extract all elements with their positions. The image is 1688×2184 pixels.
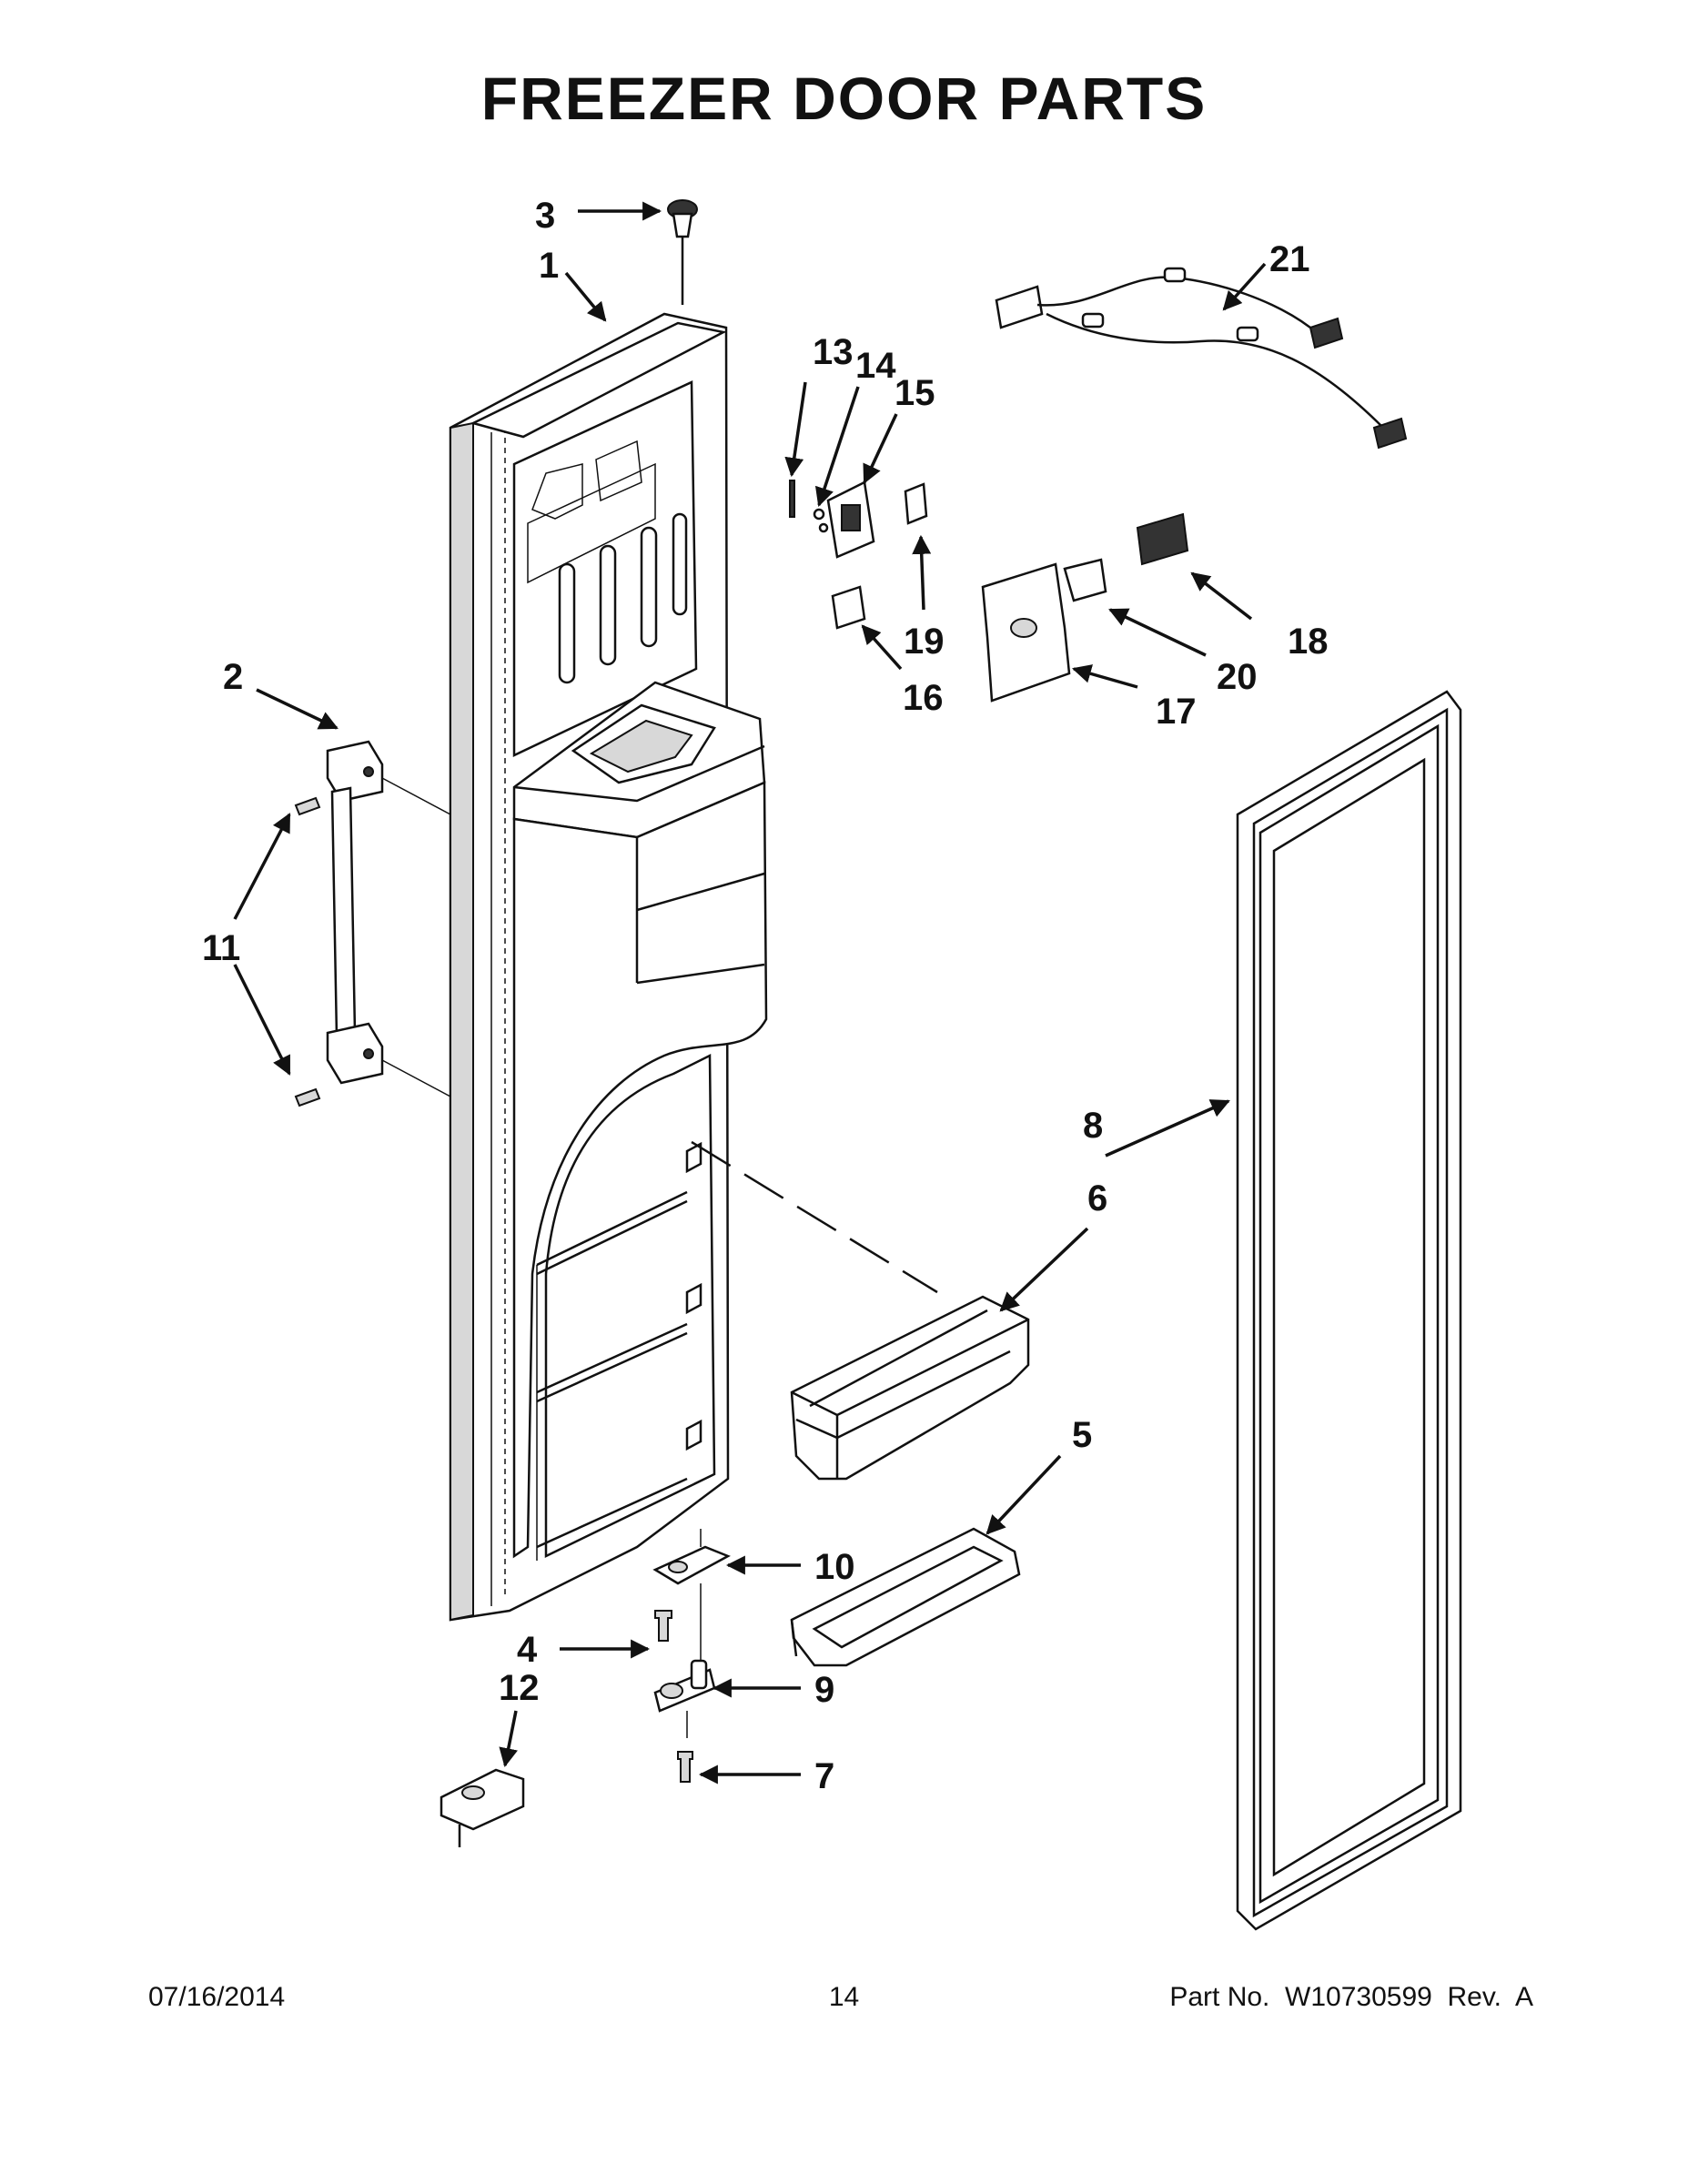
page-title: FREEZER DOOR PARTS	[480, 65, 1208, 132]
bin-rail	[790, 1527, 1021, 1667]
callout-18: 18	[1288, 622, 1329, 662]
callout-labels: 3 1 2 11 21 13 14 15 19 16 18 20 17 8 6 …	[202, 196, 1329, 1796]
footer-date: 07/16/2014	[148, 1982, 286, 2012]
callout-5: 5	[1072, 1415, 1092, 1455]
plug-button	[667, 199, 698, 305]
door-bin	[790, 1295, 1030, 1481]
door-liner	[449, 312, 768, 1622]
callout-17: 17	[1156, 692, 1197, 732]
wire-harness	[995, 267, 1408, 450]
callout-14: 14	[855, 346, 896, 386]
callout-15: 15	[895, 373, 935, 413]
callout-16: 16	[903, 678, 944, 718]
door-handle	[326, 740, 451, 1097]
callout-11: 11	[202, 928, 240, 968]
door-gasket	[1236, 690, 1462, 1931]
callout-13: 13	[813, 332, 854, 372]
callout-21: 21	[1269, 239, 1310, 279]
callout-12: 12	[499, 1668, 540, 1708]
callout-4: 4	[517, 1630, 538, 1670]
callout-1: 1	[539, 246, 559, 286]
callout-9: 9	[814, 1670, 834, 1710]
leader-lines	[233, 201, 1267, 1785]
dispenser-parts	[789, 480, 1189, 703]
bin-locator-line	[691, 1140, 938, 1294]
footer-page-number: 14	[828, 1982, 860, 2012]
callout-20: 20	[1217, 657, 1258, 697]
callout-3: 3	[535, 196, 555, 236]
callout-19: 19	[904, 622, 945, 662]
callout-2: 2	[223, 657, 243, 697]
callout-6: 6	[1087, 1178, 1107, 1218]
callout-8: 8	[1083, 1106, 1103, 1146]
footer-part-number: Part No. W10730599 Rev. A	[1169, 1982, 1533, 2012]
handle-set-screws	[294, 796, 321, 1107]
callout-7: 7	[814, 1756, 834, 1796]
callout-10: 10	[814, 1547, 855, 1587]
